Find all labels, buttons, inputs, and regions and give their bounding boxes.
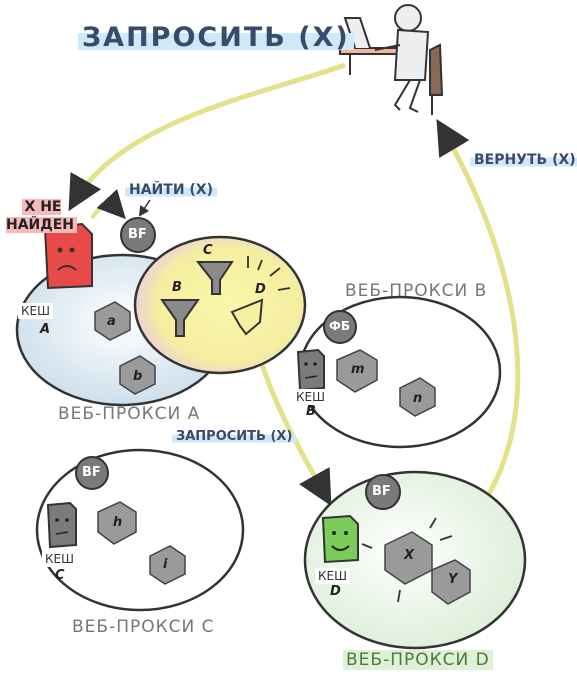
cache-c-document <box>48 503 76 547</box>
filter-badge-c-text: BF <box>82 465 101 480</box>
request-label-small-text: ЗАПРОСИТЬ (X) <box>172 429 296 444</box>
cache-d-id: D <box>330 584 341 599</box>
proxy-c-name: ВЕБ-ПРОКСИ C <box>72 617 215 637</box>
doc-i-letter: i <box>163 557 167 572</box>
doc-b-letter: b <box>133 369 142 384</box>
cache-c-label: КЕШ <box>42 551 77 567</box>
filter-badge-b-text: ФБ <box>329 319 350 333</box>
not-found-label: X НЕ НАЙДЕН <box>6 180 77 234</box>
cache-b-label: КЕШ <box>293 389 328 405</box>
doc-x-letter: X <box>404 548 414 563</box>
filter-badge-a-text: BF <box>128 227 147 242</box>
request-title-text: ЗАПРОСИТЬ (X) <box>78 22 354 53</box>
doc-y-letter: Y <box>448 572 457 587</box>
not-found-text: X НЕ НАЙДЕН <box>6 199 77 233</box>
find-arrow <box>92 207 122 218</box>
bubble-node-c-letter: C <box>203 243 213 258</box>
return-label-text: ВЕРНУТЬ (X) <box>470 152 577 168</box>
cache-a-label: КЕШ <box>18 303 53 319</box>
bubble-node-b-letter: B <box>172 280 182 295</box>
find-label-pointer <box>140 200 150 215</box>
cache-d-label: КЕШ <box>315 568 350 584</box>
doc-m-letter: m <box>351 362 365 377</box>
doc-h-letter: h <box>113 515 122 530</box>
find-label: НАЙТИ (X) <box>125 182 217 198</box>
filter-badge-d-text: BF <box>372 484 391 499</box>
cache-b-id: B <box>306 404 316 419</box>
return-label: ВЕРНУТЬ (X) <box>470 152 577 168</box>
proxy-b-name: ВЕБ-ПРОКСИ B <box>345 281 487 301</box>
doc-a-letter: a <box>107 314 116 329</box>
cache-d-document <box>323 516 358 562</box>
request-label-small: ЗАПРОСИТЬ (X) <box>172 429 296 444</box>
bloom-filter-bubble <box>135 237 305 373</box>
bubble-node-d-letter: D <box>255 282 266 297</box>
request-title: ЗАПРОСИТЬ (X) <box>78 22 354 53</box>
cache-c-id: C <box>55 568 65 583</box>
user-at-computer <box>340 5 442 115</box>
doc-n-letter: n <box>413 391 422 406</box>
find-label-text: НАЙТИ (X) <box>125 182 217 198</box>
proxy-d-name: ВЕБ-ПРОКСИ D <box>343 650 493 670</box>
cache-b-document <box>298 350 324 390</box>
cache-a-id: A <box>40 322 50 337</box>
proxy-a-name: ВЕБ-ПРОКСИ A <box>58 404 200 424</box>
